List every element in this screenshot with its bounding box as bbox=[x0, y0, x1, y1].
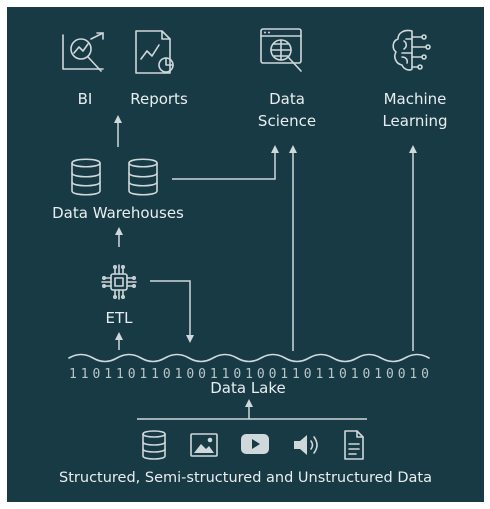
arrow-lake-to-etl bbox=[115, 332, 123, 350]
machine-learning-label-line2: Learning bbox=[382, 112, 448, 130]
video-play-icon bbox=[241, 434, 269, 454]
data-lake-label: Data Lake bbox=[210, 379, 286, 397]
diagram-graphics: 1101101101001101001101101010010 bbox=[62, 28, 431, 460]
image-icon bbox=[190, 433, 218, 457]
arrow-warehouses-to-bi bbox=[114, 115, 122, 147]
arrow-etl-to-warehouses bbox=[115, 227, 123, 247]
data-science-globe-icon bbox=[260, 28, 302, 72]
database-icon bbox=[128, 158, 158, 196]
database-icon bbox=[71, 158, 101, 196]
brain-circuit-icon bbox=[392, 29, 431, 71]
arrow-lake-to-data-science bbox=[289, 145, 297, 351]
reports-label: Reports bbox=[130, 90, 188, 108]
data-science-label-line2: Science bbox=[257, 112, 317, 130]
arrow-etl-to-lake bbox=[150, 280, 194, 343]
diagram-canvas: 1101101101001101001101101010010 BI Repor… bbox=[7, 7, 484, 502]
chip-icon bbox=[101, 264, 137, 300]
bi-analytics-icon bbox=[62, 32, 104, 72]
data-lake-wave bbox=[68, 353, 430, 363]
data-lake-binary-text: 1101101101001101001101101010010 bbox=[69, 367, 429, 382]
report-chart-icon bbox=[135, 30, 174, 74]
arrow-warehouses-to-data-science bbox=[172, 145, 279, 180]
etl-label: ETL bbox=[105, 309, 133, 327]
data-science-label-line1: Data bbox=[269, 90, 305, 108]
audio-icon bbox=[294, 435, 318, 455]
data-warehouses-label: Data Warehouses bbox=[52, 204, 184, 222]
document-icon bbox=[344, 430, 364, 460]
sources-label: Structured, Semi-structured and Unstruct… bbox=[59, 470, 432, 486]
arrow-lake-to-machine-learning bbox=[409, 145, 417, 351]
arrow-sources-to-lake bbox=[137, 399, 367, 420]
bi-label: BI bbox=[77, 90, 93, 108]
database-icon bbox=[142, 430, 166, 460]
machine-learning-label-line1: Machine bbox=[383, 90, 447, 108]
